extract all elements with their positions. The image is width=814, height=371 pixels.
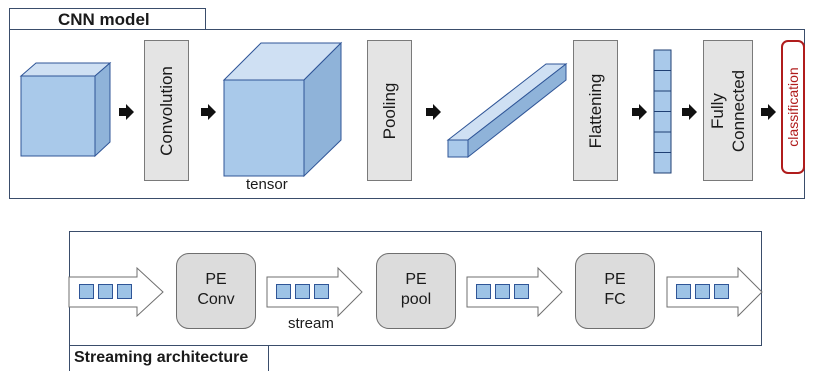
pe-conv-line2: Conv — [197, 291, 235, 308]
convolution-block: Convolution — [144, 40, 189, 181]
pe-pool-line2: pool — [400, 291, 432, 308]
pe-pool-block: PE pool — [376, 253, 456, 329]
flattening-block: Flattening — [573, 40, 618, 181]
pooled-feature-bar — [446, 62, 568, 159]
pe-fc-line2: FC — [604, 291, 626, 308]
input-cube — [19, 61, 112, 158]
streaming-architecture-title-tab: Streaming architecture — [69, 345, 269, 371]
classification-label: classification — [785, 67, 801, 147]
stream-arrow-1 — [68, 266, 164, 318]
flattened-vector — [653, 49, 672, 174]
flow-arrow-1 — [119, 104, 134, 120]
flattening-label: Flattening — [585, 73, 605, 148]
tensor-label: tensor — [246, 176, 288, 193]
flow-arrow-3 — [426, 104, 441, 120]
classification-block: classification — [781, 40, 805, 174]
pe-pool-line1: PE — [405, 271, 427, 288]
stream-data-square — [495, 284, 510, 299]
fully-connected-line1: Fully — [708, 92, 727, 129]
stream-data-square — [676, 284, 691, 299]
cnn-model-title: CNN model — [58, 10, 150, 29]
pe-fc-block: PE FC — [575, 253, 655, 329]
pooling-block: Pooling — [367, 40, 412, 181]
stream-data-square — [117, 284, 132, 299]
stream-data-square — [714, 284, 729, 299]
flow-arrow-2 — [201, 104, 216, 120]
stream-data-square — [514, 284, 529, 299]
convolution-label: Convolution — [156, 65, 176, 156]
fully-connected-line2: Connected — [729, 69, 748, 152]
flow-arrow-5 — [682, 104, 697, 120]
fully-connected-block: Fully Connected — [703, 40, 753, 181]
fully-connected-label: Fully Connected — [707, 69, 749, 151]
stream-data-square — [476, 284, 491, 299]
pooling-label: Pooling — [379, 82, 399, 139]
tensor-cube — [222, 41, 343, 178]
stream-data-square — [98, 284, 113, 299]
pe-conv-line1: PE — [205, 271, 227, 288]
stream-data-square — [314, 284, 329, 299]
stream-data-square — [295, 284, 310, 299]
cnn-model-title-tab: CNN model — [9, 8, 206, 30]
flow-arrow-6 — [761, 104, 776, 120]
flow-arrow-4 — [632, 104, 647, 120]
pe-fc-line1: PE — [604, 271, 626, 288]
pe-conv-block: PE Conv — [176, 253, 256, 329]
stream-data-square — [276, 284, 291, 299]
stream-label: stream — [288, 315, 334, 332]
stream-data-square — [695, 284, 710, 299]
streaming-architecture-title: Streaming architecture — [74, 349, 249, 366]
stream-data-square — [79, 284, 94, 299]
